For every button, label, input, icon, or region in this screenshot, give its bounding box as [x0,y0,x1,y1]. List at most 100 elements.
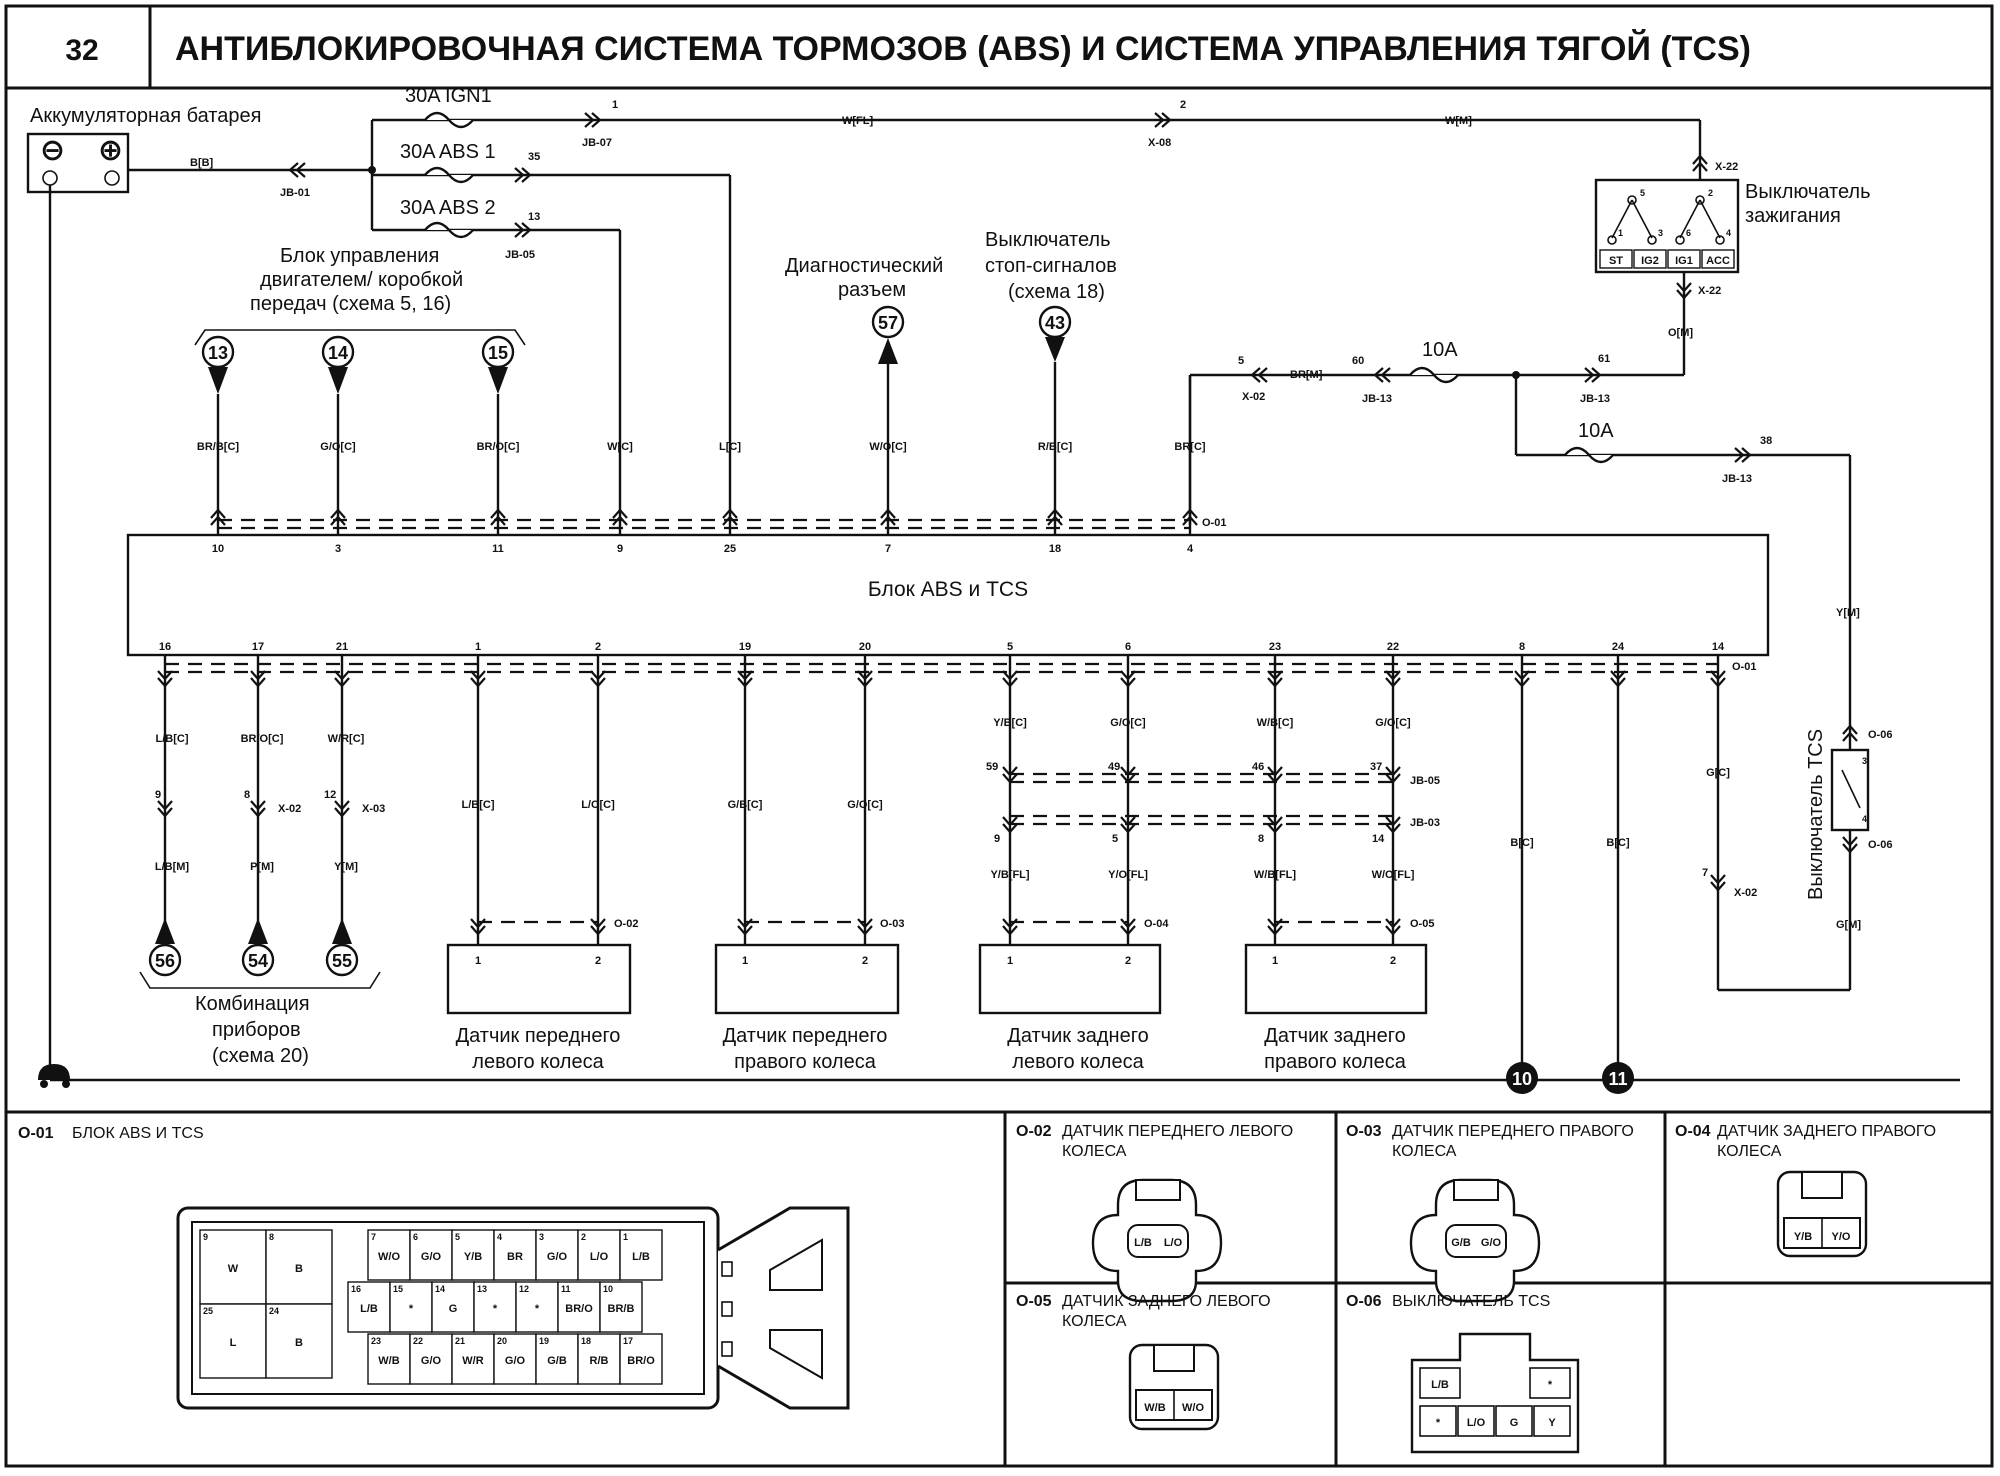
bottom-wire-label: W/R[C] [328,733,365,745]
stop-label-3: (схема 18) [1008,281,1105,303]
pin-label: 49 [1108,761,1120,773]
circle-14 [321,335,355,394]
wire-wfl: W[FL] [842,115,873,127]
abs-pin: 9 [617,543,623,555]
bottom-wire-label: B[C] [1510,837,1534,849]
engine-unit-bracket [194,329,526,346]
abs-connector-cell [199,1303,267,1379]
sensor-rear-right-box [1244,943,1428,1015]
tcs-switch-contact [1841,769,1861,809]
fuse-10a-1-label: 10A [1422,339,1458,361]
abs-connector-cell-number: 13 [477,1284,487,1294]
abs-pin: 21 [336,641,348,653]
top-wire-label: G/O[C] [320,441,356,453]
conn-jb03: JB-03 [1410,817,1440,829]
wire-brm: BR[M] [1290,369,1323,381]
abs-pin: 4 [1187,543,1194,555]
abs-pin: 6 [1125,641,1131,653]
top-wire-label: R/B[C] [1038,441,1073,453]
wire-wm: W[M] [1445,115,1472,127]
abs-connector-cell-label: L [230,1337,237,1349]
sensor-fr-label-2: правого колеса [734,1051,877,1073]
ign-pos-acc: ACC [1706,255,1730,267]
abs-connector-cell-label: W [228,1263,239,1275]
o04-title-2: КОЛЕСА [1717,1143,1782,1160]
abs-connector-cell-label: * [493,1303,498,1315]
circle-54-label: 54 [248,951,268,971]
abs-connector-cell-label: * [535,1303,540,1315]
o05-title-1: ДАТЧИК ЗАДНЕГО ЛЕВОГО [1062,1293,1271,1310]
abs-pin: 11 [492,543,504,555]
abs-connector-cell-label: W/B [378,1355,399,1367]
o03-connector-icon [1409,1178,1541,1303]
bottom-wires [163,655,1720,1078]
conn-jb01: JB-01 [280,187,310,199]
conn-o02: O-02 [614,918,638,930]
wire-bb: B[B] [190,157,214,169]
abs-connector-cell-label: BR/B [608,1303,635,1315]
pin-label: 9 [994,833,1000,845]
abs-connector-cell-number: 1 [623,1232,628,1242]
bottom-wire-label: L/B[M] [155,861,190,873]
abs-connector-cell-label: B [295,1263,303,1275]
abs-connector-cell-number: 6 [413,1232,418,1242]
diag-label-1: Диагностический [785,255,943,277]
o06-pin: * [1436,1417,1441,1429]
fuse-10a-2-label: 10A [1578,420,1614,442]
abs-tcs-unit [126,533,1770,657]
top-wire-label: BR/O[C] [477,441,520,453]
battery-terminal-pos [104,170,120,186]
pin-label: 12 [324,789,336,801]
conn-jb07: JB-07 [582,137,612,149]
circle-57 [871,305,905,364]
engine-unit-label-1: Блок управления [280,245,439,267]
pin-label: 5 [1112,833,1118,845]
circle-55-label: 55 [332,951,352,971]
abs-connector-cell-label: W/O [378,1251,400,1263]
stop-label-1: Выключатель [985,229,1111,251]
abs-connector-cell-label: G/O [421,1251,442,1263]
pin-label: 35 [528,151,540,163]
abs-connector-cell-number: 17 [623,1336,633,1346]
cluster-label-2: приборов [212,1019,301,1041]
abs-pin: 14 [1712,641,1725,653]
bottom-wire-label: B[C] [1606,837,1630,849]
sensor-front-right-box [714,943,900,1015]
bottom-wire-label: Y/B[FL] [990,869,1029,881]
pin-label: 3 [1862,756,1867,766]
conn-x22a: X-22 [1715,161,1738,173]
conn-o05: O-05 [1410,918,1434,930]
abs-connector-cell-label: * [409,1303,414,1315]
bottom-wire-label: Y[M] [334,861,358,873]
abs-connector-cell-label: G/O [505,1355,526,1367]
o04-pin-2: Y/O [1832,1231,1851,1243]
abs-connector-cell [599,1281,643,1333]
abs-connector-cell-number: 22 [413,1336,423,1346]
fuse-10a-2 [1564,446,1614,464]
fuse-abs1-label: 30A ABS 1 [400,141,496,163]
conn-x22b: X-22 [1698,285,1721,297]
ign-pin: 2 [1708,188,1713,198]
abs-pin: 2 [595,641,601,653]
pin-label: 1 [612,99,618,111]
o05-title-2: КОЛЕСА [1062,1313,1127,1330]
pin-label: 2 [595,955,601,967]
bottom-wire-label: G/O[C] [1375,717,1411,729]
sensor-rl-label-1: Датчик заднего [1007,1025,1148,1047]
pin-label: 59 [986,761,998,773]
abs-pin: 5 [1007,641,1013,653]
ground-point-10-label: 10 [1512,1069,1532,1089]
abs-connector-cell-number: 5 [455,1232,460,1242]
abs-pin: 16 [159,641,171,653]
abs-unit-label: Блок ABS и TCS [868,578,1028,601]
circle-43-label: 43 [1045,313,1065,333]
abs-pin: 17 [252,641,264,653]
conn-o01a: O-01 [1202,517,1226,529]
abs-pin: 22 [1387,641,1399,653]
abs-connector-cell [619,1229,663,1281]
abs-connector-cell-number: 20 [497,1336,507,1346]
circle-14-label: 14 [328,343,348,363]
abs-connector-cell [265,1303,333,1379]
fuse-abs2 [424,221,474,239]
page-title: АНТИБЛОКИРОВОЧНАЯ СИСТЕМА ТОРМОЗОВ (ABS)… [175,29,1751,68]
